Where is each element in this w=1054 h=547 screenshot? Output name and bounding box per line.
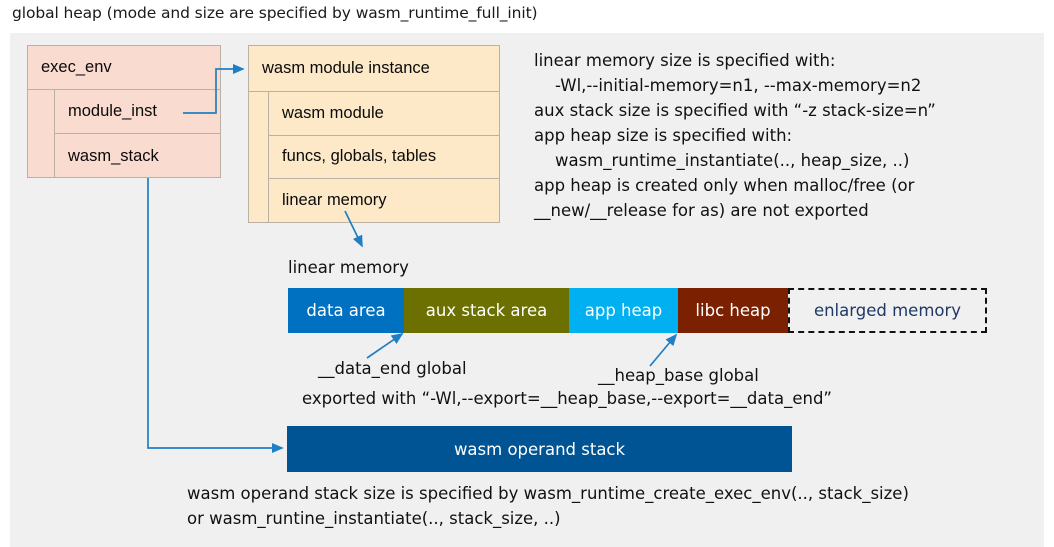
wasm-module-instance-body: wasm module funcs, globals, tables linea… bbox=[249, 92, 499, 223]
notes-right: linear memory size is specified with: -W… bbox=[534, 51, 936, 220]
exec-env-header: exec_env bbox=[28, 46, 220, 90]
wasm-module-instance-gutter bbox=[249, 92, 269, 223]
memory-segment-enlarged-memory: enlarged memory bbox=[788, 288, 987, 333]
wasm-module-instance-box: wasm module instance wasm module funcs, … bbox=[248, 45, 500, 223]
exec-env-rows: module_inst wasm_stack bbox=[55, 90, 220, 178]
memory-segment-app-heap: app heap bbox=[569, 288, 678, 333]
memory-segment-aux-stack-area: aux stack area bbox=[404, 288, 569, 333]
exec-env-field-module-inst: module_inst bbox=[55, 90, 220, 134]
exec-env-body: module_inst wasm_stack bbox=[28, 90, 220, 178]
memory-segment-libc-heap: libc heap bbox=[678, 288, 788, 333]
field-wasm-module: wasm module bbox=[269, 92, 499, 136]
memory-segment-data-area: data area bbox=[288, 288, 404, 333]
field-funcs-globals-tables: funcs, globals, tables bbox=[269, 136, 499, 180]
exec-env-box: exec_env module_inst wasm_stack bbox=[27, 45, 221, 178]
wasm-module-instance-header: wasm module instance bbox=[249, 46, 499, 92]
exec-env-gutter bbox=[28, 90, 55, 178]
notes-bottom: wasm operand stack size is specified by … bbox=[187, 484, 909, 528]
annotation-heap-base: __heap_base global bbox=[598, 366, 759, 385]
annotation-data-end: __data_end global bbox=[318, 359, 467, 378]
exec-env-field-wasm-stack: wasm_stack bbox=[68, 146, 159, 165]
wasm-operand-stack-box: wasm operand stack bbox=[287, 426, 792, 472]
annotation-exported-with: exported with “-Wl,--export=__heap_base,… bbox=[302, 389, 832, 408]
field-linear-memory: linear memory bbox=[282, 191, 387, 210]
wasm-operand-stack-label: wasm operand stack bbox=[453, 439, 626, 459]
linear-memory-caption: linear memory bbox=[288, 258, 409, 277]
wasm-module-instance-rows: wasm module funcs, globals, tables linea… bbox=[269, 92, 499, 223]
page-title: global heap (mode and size are specified… bbox=[12, 4, 538, 22]
